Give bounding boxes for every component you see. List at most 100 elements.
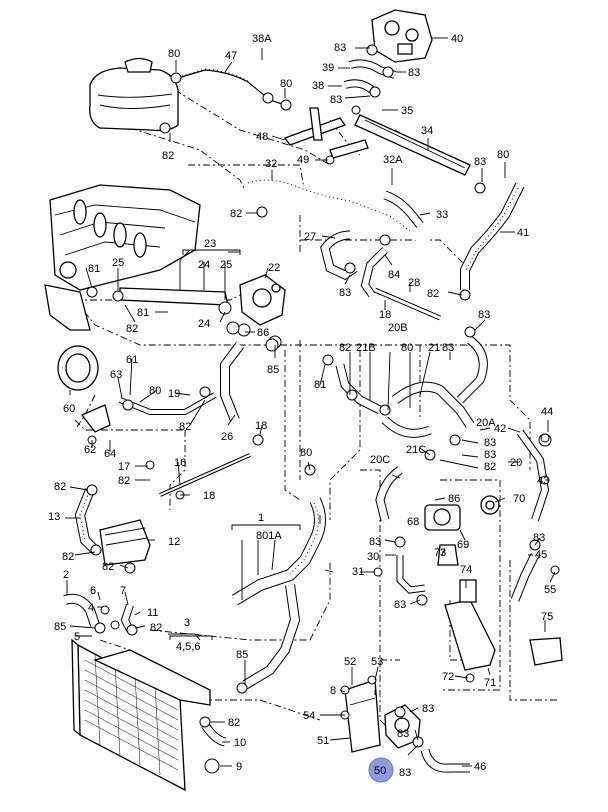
callout-34[interactable]: 34 [421,125,433,137]
callout-74[interactable]: 74 [460,564,472,576]
callout-83[interactable]: 83 [484,437,496,449]
callout-22[interactable]: 22 [268,262,280,274]
callout-40[interactable]: 40 [451,33,463,45]
callout-18[interactable]: 18 [255,420,267,432]
callout-30[interactable]: 30 [367,551,379,563]
callout-69[interactable]: 69 [457,539,469,551]
callout-82[interactable]: 82 [162,150,174,162]
callout-25[interactable]: 25 [220,259,232,271]
callout-53[interactable]: 53 [371,656,383,668]
callout-24[interactable]: 24 [198,259,210,271]
callout-86[interactable]: 86 [257,327,269,339]
callout-41[interactable]: 41 [517,227,529,239]
callout-81[interactable]: 81 [88,263,100,275]
callout-82[interactable]: 82 [230,208,242,220]
callout-48[interactable]: 48 [256,131,268,143]
callout-83[interactable]: 83 [474,156,486,168]
callout-71[interactable]: 71 [484,677,496,689]
callout-21c[interactable]: 21C [406,444,426,456]
callout-85[interactable]: 85 [267,364,279,376]
callout-83[interactable]: 83 [334,42,346,54]
callout-4[interactable]: 4 [88,602,94,614]
callout-32[interactable]: 32 [265,158,277,170]
callout-62[interactable]: 62 [84,444,96,456]
callout-9[interactable]: 9 [236,761,242,773]
callout-84[interactable]: 84 [388,269,400,281]
callout-11[interactable]: 11 [147,607,158,619]
callout-2[interactable]: 2 [63,569,69,581]
callout-82[interactable]: 82 [102,561,114,573]
callout-38a[interactable]: 38A [252,33,272,45]
callout-20a[interactable]: 20A [476,417,496,429]
callout-80[interactable]: 80 [300,447,312,459]
callout-50[interactable]: 50 [374,765,386,777]
callout-21b[interactable]: 21B [356,342,376,354]
callout-83[interactable]: 83 [408,67,420,79]
callout-82[interactable]: 82 [179,421,191,433]
callout-63[interactable]: 63 [110,369,122,381]
callout-20[interactable]: 20 [510,457,522,469]
callout-64[interactable]: 64 [104,448,116,460]
callout-19[interactable]: 19 [168,388,180,400]
callout-80[interactable]: 80 [280,78,292,90]
callout-81[interactable]: 81 [314,379,326,391]
callout-83[interactable]: 82 [484,461,496,473]
callout-45[interactable]: 45 [535,549,547,561]
callout-80[interactable]: 80 [401,342,413,354]
callout-55[interactable]: 55 [544,584,556,596]
callout-4-5-6[interactable]: 4,5,6 [176,641,200,653]
callout-51[interactable]: 51 [317,735,329,747]
callout-82[interactable]: 82 [62,551,74,563]
callout-83[interactable]: 83 [442,342,454,354]
callout-83[interactable]: 83 [339,287,351,299]
callout-20c[interactable]: 20C [370,454,390,466]
callout-61[interactable]: 61 [126,354,138,366]
callout-18[interactable]: 18 [203,490,215,502]
callout-44[interactable]: 44 [541,406,553,418]
callout-16[interactable]: 16 [174,457,186,469]
callout-18[interactable]: 18 [379,309,391,321]
callout-75[interactable]: 75 [541,611,553,623]
callout-3[interactable]: 3 [184,617,190,629]
callout-82[interactable]: 82 [126,323,138,335]
callout-13[interactable]: 13 [48,511,60,523]
callout-82[interactable]: 82 [339,342,351,354]
callout-17[interactable]: 17 [118,461,130,473]
callout-72[interactable]: 72 [442,671,454,683]
callout-5[interactable]: 5 [74,631,80,643]
callout-83[interactable]: 83 [369,536,381,548]
callout-54[interactable]: 54 [303,710,315,722]
callout-7[interactable]: 7 [120,585,126,597]
callout-23[interactable]: 23 [204,238,216,250]
callout-83[interactable]: 83 [533,532,545,544]
callout-6[interactable]: 6 [90,585,96,597]
callout-33[interactable]: 33 [436,209,448,221]
callout-39[interactable]: 39 [322,62,334,74]
callout-82[interactable]: 82 [427,288,439,300]
callout-85[interactable]: 85 [236,649,248,661]
callout-26[interactable]: 26 [221,431,233,443]
callout-52[interactable]: 52 [344,656,356,668]
callout-32a[interactable]: 32A [383,154,403,166]
callout-83[interactable]: 83 [397,728,409,740]
callout-83[interactable]: 83 [330,94,342,106]
callout-86[interactable]: 86 [448,493,460,505]
callout-42[interactable]: 42 [494,423,506,435]
callout-60[interactable]: 60 [63,403,75,415]
callout-82[interactable]: 82 [150,622,162,634]
callout-70[interactable]: 70 [513,493,525,505]
callout-24[interactable]: 24 [198,318,210,330]
callout-85[interactable]: 85 [54,621,66,633]
callout-83[interactable]: 83 [399,767,411,779]
callout-8[interactable]: 8 [330,685,336,697]
callout-46[interactable]: 46 [474,761,486,773]
callout-35[interactable]: 35 [401,105,413,117]
callout-27[interactable]: 27 [304,231,316,243]
callout-47[interactable]: 47 [225,50,237,62]
callout-43[interactable]: 43 [537,475,549,487]
callout-82[interactable]: 82 [118,475,130,487]
callout-82[interactable]: 82 [228,717,240,729]
callout-21[interactable]: 21 [428,342,440,354]
highlight-marker-50[interactable] [368,757,394,783]
callout-83[interactable]: 83 [394,599,406,611]
